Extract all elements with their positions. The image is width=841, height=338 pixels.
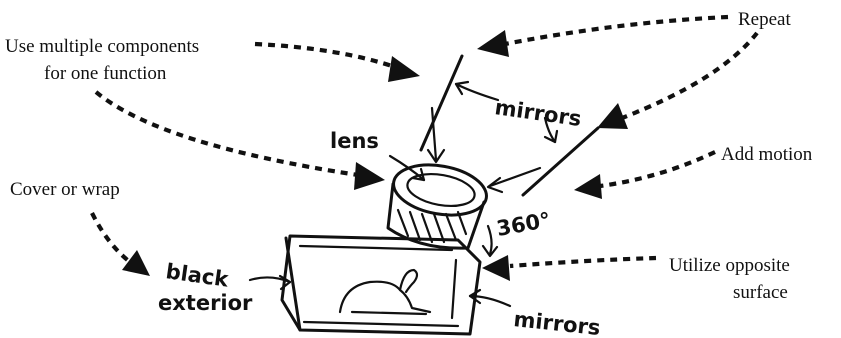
label-cover-or-wrap: Cover or wrap <box>10 179 120 200</box>
camera-device-sketch <box>250 56 598 334</box>
dashed-arrow-repeat <box>477 17 728 57</box>
label-use-multiple-line1: Use multiple components <box>5 36 199 57</box>
dashed-arrow-add-motion <box>574 152 715 199</box>
dashed-arrow-use-multiple <box>255 44 420 82</box>
rotation-arrow <box>488 226 492 254</box>
lens-inner <box>405 169 477 210</box>
label-use-multiple-line2: for one function <box>44 63 167 84</box>
sketch-label-exterior: exterior <box>158 291 253 315</box>
sketch-label-mirrors-bottom: mirrors <box>512 307 601 338</box>
dashed-arrow-utilize-opposite <box>482 255 656 281</box>
label-utilize-opposite-surface: Utilize opposite surface <box>669 255 790 303</box>
mirror-top <box>421 56 462 150</box>
sketch-label-lens: lens <box>330 129 379 153</box>
dashed-arrow-repeat-to-mirror <box>597 33 757 129</box>
sketch-label-mirrors-top: mirrors <box>493 95 583 131</box>
light-path-left <box>490 168 540 186</box>
label-use-multiple-components: Use multiple components for one function <box>5 36 199 84</box>
sketch-label-black-exterior: black exterior <box>158 259 253 315</box>
subject-figure <box>340 282 430 312</box>
sketch-label-black: black <box>164 259 231 292</box>
lens-rim <box>390 158 491 222</box>
label-add-motion: Add motion <box>721 144 813 165</box>
label-utilize-line1: Utilize opposite <box>669 255 790 276</box>
sketch-label-rotation: 360° <box>495 208 553 241</box>
dashed-arrow-cover-or-wrap <box>92 213 150 276</box>
label-repeat: Repeat <box>738 9 791 30</box>
label-utilize-line2: surface <box>733 282 788 303</box>
pointer-mirrors-top <box>456 84 498 100</box>
